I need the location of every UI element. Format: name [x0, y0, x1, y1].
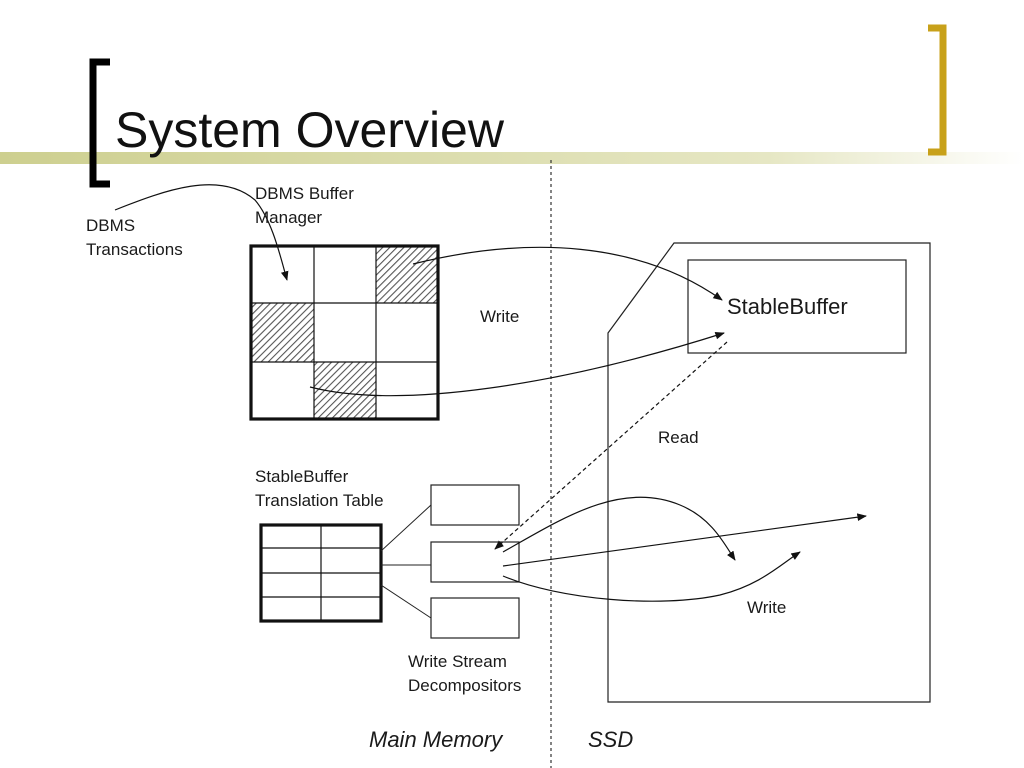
transactions-arrow	[114, 184, 289, 281]
read-arrow	[494, 341, 728, 550]
left-bracket	[89, 58, 110, 188]
write-label-bottom: Write	[747, 598, 787, 617]
write-arrow-top	[412, 246, 723, 301]
table-connector	[380, 584, 432, 619]
right-bracket	[928, 24, 947, 156]
write-label-top: Write	[480, 307, 520, 326]
dbms-transactions-label: DBMS Transactions	[86, 216, 183, 259]
decompositor-box	[430, 597, 520, 639]
decompositor-box	[430, 541, 520, 583]
buffer-manager-grid	[249, 244, 440, 421]
translation-table-label: StableBuffer Translation Table	[255, 467, 384, 510]
read-label: Read	[658, 428, 699, 447]
table-connector	[380, 504, 432, 552]
buffer-page-hatched	[376, 246, 438, 303]
ssd-outline	[607, 242, 931, 703]
page-title: System Overview	[115, 102, 504, 158]
ssd-write-arrow-3	[502, 551, 801, 602]
stable-buffer-box	[687, 259, 907, 354]
buffer-page-hatched	[251, 303, 314, 362]
decompositor-box	[430, 484, 520, 526]
buffer-manager-label: DBMS Buffer Manager	[255, 184, 354, 227]
main-memory-label: Main Memory	[369, 727, 503, 752]
title-bar	[0, 152, 1024, 164]
ssd-write-arrow-2	[502, 513, 867, 567]
stable-buffer-label: StableBuffer	[727, 294, 848, 319]
translation-table	[259, 523, 383, 623]
decompositors-label: Write Stream Decompositors	[408, 652, 522, 695]
ssd-label: SSD	[588, 727, 634, 752]
ssd-write-arrow-1	[502, 496, 736, 561]
write-arrow-bottom	[309, 331, 725, 397]
